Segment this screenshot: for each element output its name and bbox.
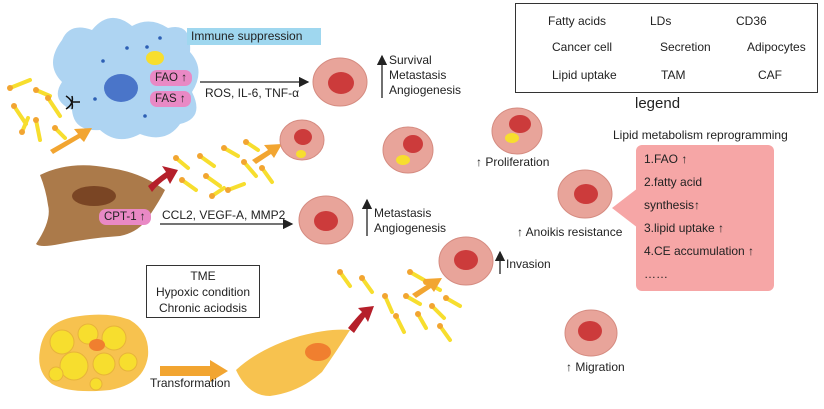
legend-label-fatty-acids: Fatty acids bbox=[548, 14, 607, 28]
transformation-label: Transformation bbox=[150, 376, 231, 390]
cancer-cell-anoikis bbox=[557, 169, 613, 219]
outcome-migration: ↑ Migration bbox=[566, 360, 625, 374]
cancer-cell-tam-target bbox=[312, 57, 368, 107]
legend-box bbox=[515, 3, 818, 93]
outcome-anoikis: ↑ Anoikis resistance bbox=[517, 225, 623, 239]
secretion-arrow-adipocyte bbox=[348, 306, 374, 333]
legend-label-tam: TAM bbox=[661, 68, 686, 82]
immune-suppression-banner: Immune suppression bbox=[187, 28, 321, 45]
legend-label-lds: LDs bbox=[650, 14, 672, 28]
cancer-cell-lipid-2 bbox=[382, 126, 434, 174]
tam-effect-metastasis: Metastasis bbox=[389, 68, 447, 82]
tme-box: TME Hypoxic condition Chronic aciodsis bbox=[146, 265, 260, 318]
outcome-proliferation: ↑ Proliferation bbox=[476, 155, 550, 169]
transformation-arrow bbox=[160, 360, 228, 382]
cancer-cell-lipid-3 bbox=[491, 107, 543, 155]
reprogramming-item-2b: synthesis↑ bbox=[644, 198, 701, 212]
tam-effect-angiogenesis: Angiogenesis bbox=[389, 83, 462, 97]
legend-label-cancer-cell: Cancer cell bbox=[552, 40, 613, 54]
caf-secretion-label: CCL2, VEGF-A, MMP2 bbox=[162, 208, 286, 222]
lipid-droplet-icon bbox=[146, 51, 164, 65]
legend-title: legend bbox=[635, 95, 681, 112]
lipid-uptake-arrow-caf bbox=[252, 144, 282, 164]
cancer-cell-caf-target bbox=[298, 195, 354, 245]
cpt1-badge: CPT-1 ↑ bbox=[99, 209, 151, 225]
adipocyte-cluster bbox=[39, 314, 149, 392]
legend-label-adipocytes: Adipocytes bbox=[747, 40, 806, 54]
reprogramming-item-1: 1.FAO ↑ bbox=[644, 152, 688, 166]
reprogramming-item-3: 3.lipid uptake ↑ bbox=[644, 221, 725, 235]
tam-effect-survival: Survival bbox=[389, 53, 432, 67]
reprogramming-item-4: 4.CE accumulation ↑ bbox=[644, 244, 755, 258]
transformed-adipocyte bbox=[236, 329, 350, 396]
outcome-invasion: Invasion bbox=[506, 257, 551, 271]
caf-cell bbox=[36, 165, 165, 246]
tme-acidosis: Chronic aciodsis bbox=[158, 301, 248, 315]
tam-nucleus bbox=[104, 74, 138, 102]
tam-cell bbox=[53, 17, 199, 140]
caf-effect-angiogenesis: Angiogenesis bbox=[374, 221, 447, 235]
tme-hypoxic: Hypoxic condition bbox=[155, 285, 251, 299]
panel-pointer bbox=[612, 188, 638, 228]
lipid-uptake-arrow-icon bbox=[50, 128, 92, 154]
caf-nucleus bbox=[72, 186, 116, 206]
legend-label-cd36: CD36 bbox=[736, 14, 767, 28]
secretion-arrow-caf bbox=[148, 166, 178, 192]
lipid-reprogramming-title: Lipid metabolism reprogramming bbox=[613, 128, 788, 142]
lipid-reprogramming-panel: 1.FAO ↑ 2.fatty acid synthesis↑ 3.lipid … bbox=[636, 145, 774, 291]
reprogramming-item-2a: 2.fatty acid bbox=[644, 175, 703, 189]
legend-label-secretion: Secretion bbox=[660, 40, 711, 54]
fas-badge: FAS ↑ bbox=[150, 91, 191, 107]
caf-effect-metastasis: Metastasis bbox=[374, 206, 432, 220]
cancer-cell-lipid-1 bbox=[279, 119, 325, 161]
lipid-uptake-arrow-invasion bbox=[412, 278, 442, 298]
fao-badge: FAO ↑ bbox=[150, 70, 192, 86]
reprogramming-item-ellipsis: …… bbox=[644, 267, 668, 281]
cancer-cell-migration bbox=[564, 309, 618, 357]
tam-secretion-label: ROS, IL-6, TNF-α bbox=[205, 86, 300, 100]
legend-label-lipid-uptake: Lipid uptake bbox=[552, 68, 617, 82]
legend-label-caf: CAF bbox=[758, 68, 782, 82]
cancer-cell-invasion bbox=[438, 236, 494, 286]
tme-title: TME bbox=[190, 269, 216, 283]
